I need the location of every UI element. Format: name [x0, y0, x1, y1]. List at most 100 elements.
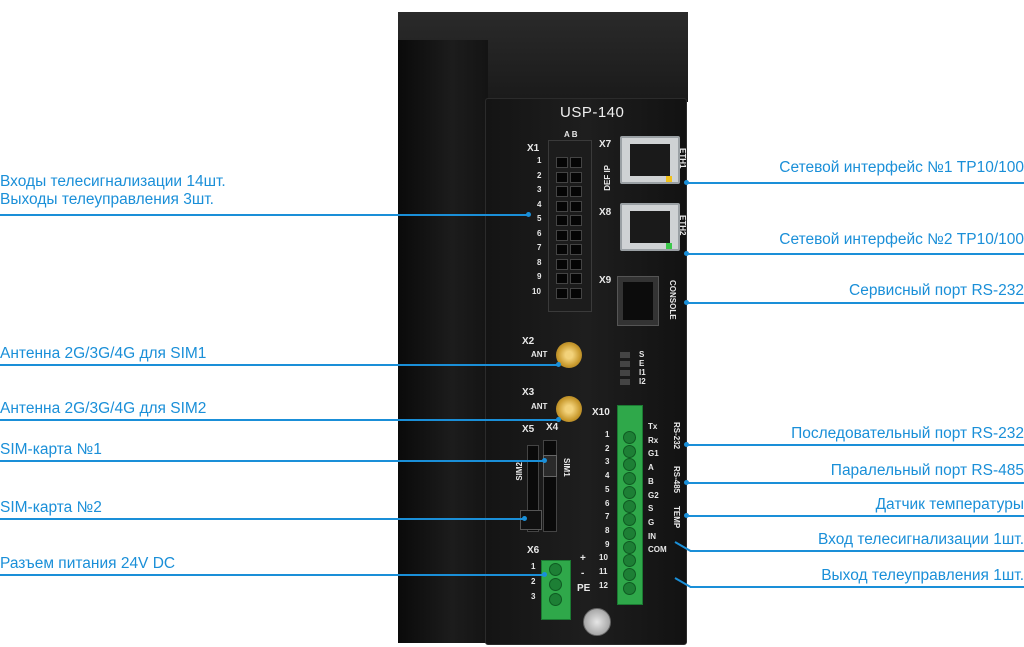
eth1-label: ETH1 [678, 148, 687, 169]
x6-pin-number: 2 [531, 577, 536, 586]
callout-outputs: Выходы телеуправления 3шт. [0, 191, 214, 208]
x6-pin-number: 3 [531, 592, 536, 601]
sim2-label: SIM2 [515, 462, 524, 481]
device-model: USP-140 [560, 104, 625, 121]
callout-dot-antenna-sim1 [556, 362, 561, 367]
x1-pin-number: 7 [537, 243, 542, 252]
x10-screw [623, 444, 636, 458]
callout-dot-antenna-sim2 [556, 417, 561, 422]
x10-signal-label: COM [648, 545, 667, 555]
x1-pin-b [570, 186, 582, 197]
callout-line-input-1 [690, 550, 1024, 552]
x10-pin-number: 2 [605, 443, 610, 453]
callout-antenna-sim2: Антенна 2G/3G/4G для SIM2 [0, 400, 207, 417]
callout-rs232: Последовательный порт RS-232 [791, 425, 1024, 442]
x2-ant-label: ANT [531, 350, 548, 359]
x3-ant-label: ANT [531, 402, 548, 411]
console-port [617, 276, 659, 326]
callout-line-inputs [0, 214, 528, 216]
callout-line-rs485 [686, 482, 1024, 484]
x1-pin-number: 2 [537, 170, 542, 180]
x9-label: X9 [599, 275, 612, 286]
callout-output-1: Выход телеуправления 1шт. [821, 567, 1024, 584]
callout-line-output-1 [690, 586, 1024, 588]
x1-pin-number: 1 [537, 156, 542, 165]
x10-screw [623, 458, 636, 472]
x1-pin-a [556, 215, 568, 226]
x1-pin-b [570, 200, 582, 212]
x6-screw [549, 578, 562, 591]
x6-screw [549, 563, 562, 576]
callout-dot-sim2 [522, 516, 527, 521]
x1-pin-a [556, 244, 568, 255]
x10-signal-label: S [648, 504, 654, 514]
x10-pin-number: 10 [599, 553, 608, 563]
x10-signal-label: Tx [648, 422, 658, 431]
def-ip-label: DEF IP [603, 165, 612, 191]
callout-dot-rs485 [684, 480, 689, 485]
x1-pin-number: 8 [537, 257, 542, 267]
x10-pin-number: 4 [605, 471, 610, 481]
callout-line-console [686, 302, 1024, 304]
x10-screw [623, 499, 636, 513]
x1-pin-number: 5 [537, 214, 542, 223]
callout-input-1: Вход телесигнализации 1шт. [818, 531, 1024, 548]
x1-pin-a [556, 200, 568, 212]
x10-screw [623, 526, 636, 540]
callout-dot-eth1 [684, 180, 689, 185]
x10-signal-label: Rx [648, 435, 659, 445]
x2-label: X2 [522, 336, 535, 347]
callout-power: Разъем питания 24V DC [0, 555, 176, 572]
eth2-label: ETH2 [678, 215, 687, 236]
sim1-slot [543, 440, 557, 532]
x1-pin-a [556, 229, 568, 241]
callout-sim1: SIM-карта №1 [0, 441, 102, 458]
x3-label: X3 [522, 387, 535, 398]
x1-ab-label: A B [564, 130, 578, 139]
x10-screw [623, 472, 636, 486]
x10-pin-number: 8 [605, 525, 610, 535]
x5-label: X5 [522, 424, 535, 435]
callout-line-rs232 [686, 444, 1024, 446]
x1-pin-a [556, 273, 568, 284]
x1-pin-a [556, 258, 568, 270]
callout-line-sim2 [0, 518, 524, 520]
callout-line-eth2 [686, 253, 1024, 255]
x1-label: X1 [527, 143, 540, 154]
x1-pin-b [570, 229, 582, 241]
x10-pin-number: 7 [605, 512, 610, 522]
callout-temp: Датчик температуры [875, 496, 1024, 513]
callout-dot-sim1 [542, 458, 547, 463]
x10-screw [623, 581, 636, 595]
x10-signal-label: G2 [648, 490, 659, 500]
callout-inputs: Входы телесигнализации 14шт. [0, 173, 226, 190]
power-plus-label: + [580, 553, 586, 564]
sim1-label: SIM1 [562, 458, 571, 477]
eth2-port [620, 203, 680, 251]
status-leds-label: S E I1 I2 [639, 350, 646, 386]
rs232-label: RS-232 [672, 422, 681, 450]
x1-pin-b [570, 171, 582, 183]
device-side-face [398, 40, 488, 643]
x1-pin-number: 9 [537, 272, 542, 281]
callout-line-sim1 [0, 460, 544, 462]
sim2-tray [520, 510, 542, 530]
x6-label: X6 [527, 545, 540, 556]
x10-signal-label: G [648, 517, 655, 527]
x10-screw [623, 513, 636, 527]
x10-pin-number: 3 [605, 457, 610, 467]
x1-pin-a [556, 171, 568, 183]
callout-eth2: Сетевой интерфейс №2 TP10/100 [779, 231, 1024, 248]
status-leds [620, 352, 630, 388]
x1-pin-b [570, 244, 582, 255]
callout-line-eth1 [686, 182, 1024, 184]
x10-signal-label: IN [648, 531, 656, 541]
x10-label: X10 [592, 407, 610, 418]
x8-label: X8 [599, 207, 612, 218]
x10-signal-label: B [648, 476, 654, 486]
x10-pin-number: 5 [605, 484, 610, 494]
x10-pin-number: 6 [605, 498, 610, 508]
x1-pin-a [556, 186, 568, 197]
callout-antenna-sim1: Антенна 2G/3G/4G для SIM1 [0, 345, 207, 362]
x1-pin-b [570, 258, 582, 270]
